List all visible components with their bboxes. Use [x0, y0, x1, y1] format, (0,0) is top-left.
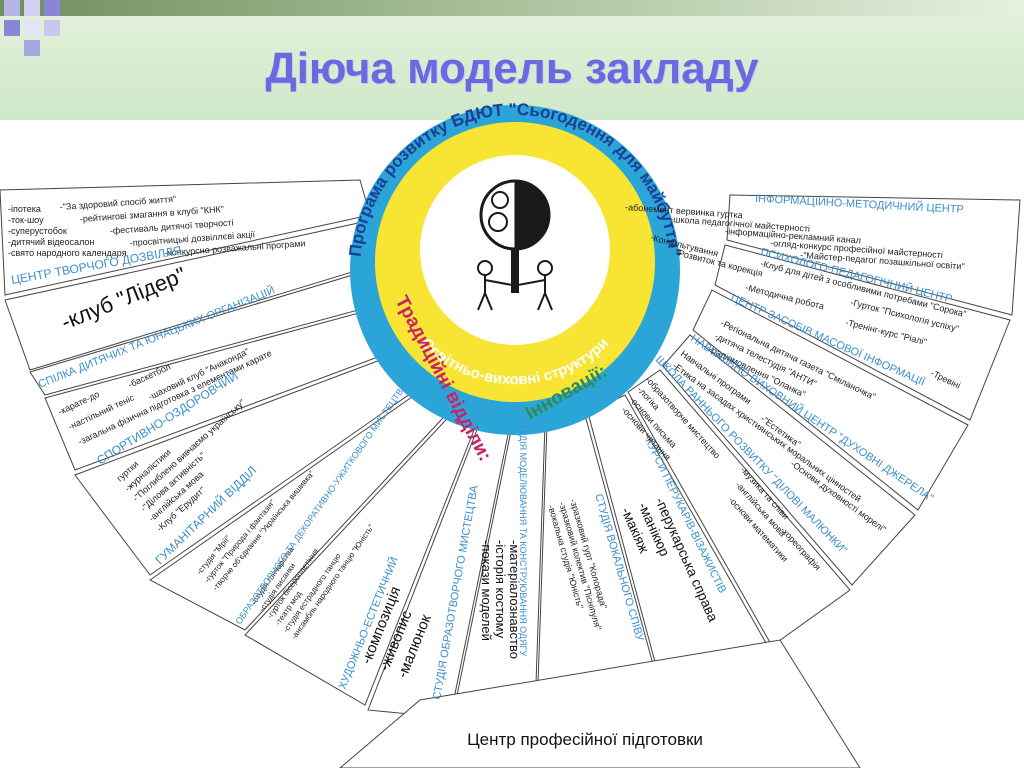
tree-children-icon	[477, 179, 553, 311]
sector-psych	[714, 244, 1011, 421]
item-text: -ток-шоу	[8, 215, 44, 225]
item-text: -історія костюму	[493, 540, 508, 639]
decorative-squares	[0, 0, 80, 60]
sector-professional-training	[339, 639, 861, 768]
item-text: -свято народного календаря	[8, 248, 127, 258]
header-band	[0, 0, 1024, 120]
item-text: -іпотека	[8, 204, 41, 214]
sector-spiritual	[662, 334, 916, 586]
item-text: -дитячий відеосалон	[8, 237, 94, 247]
item-text: -покази моделей	[479, 540, 494, 641]
header-accent-bar	[0, 0, 1024, 16]
sector-title: СТУДІЯ МОДЕЛЮВАННЯ ТА КОНСТРУЮВАННЯ ОДЯГ…	[518, 418, 528, 656]
sector-info-method	[726, 194, 1021, 316]
item-text: -матеріалознавство	[507, 540, 522, 659]
sector-media	[692, 289, 969, 511]
sector-early-dev	[627, 369, 851, 647]
sector-fan	[0, 179, 1021, 768]
professional-training-label: Центр професійної підготовки	[467, 730, 703, 749]
page-title: Діюча модель закладу	[265, 44, 759, 93]
item-text: -суперустобок	[8, 226, 67, 236]
